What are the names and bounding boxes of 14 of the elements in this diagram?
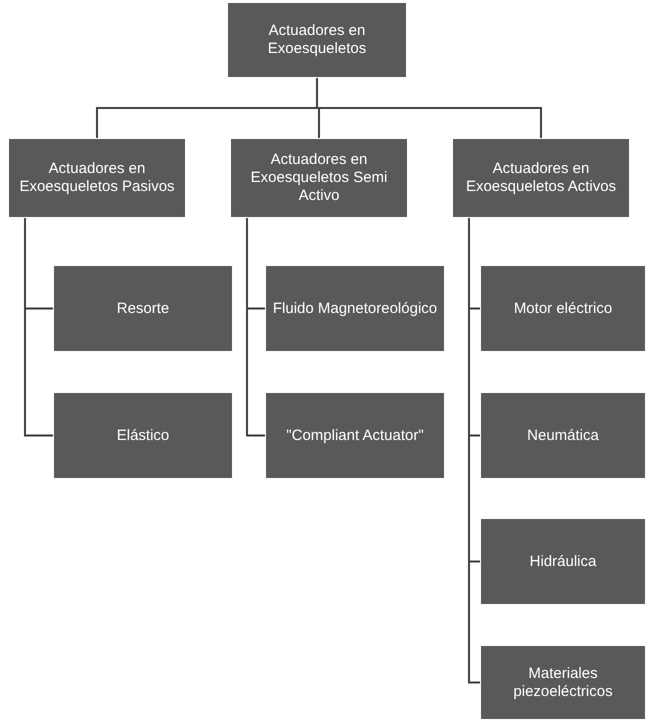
category-box: Neumática [480,392,646,479]
category-box: Actuadores en Exoesqueletos Activos [452,138,630,218]
category-box: Actuadores en Exoesqueletos Semi Activo [230,138,408,218]
category-box: Elástico [53,392,233,479]
connector-line [24,218,53,436]
category-box: Fluido Magnetoreológico [265,265,445,352]
category-box: Resorte [53,265,233,352]
connector-line [246,218,265,436]
category-box: Materiales piezoeléctricos [480,645,646,720]
category-box: Actuadores en Exoesqueletos Pasivos [8,138,186,218]
category-box: "Compliant Actuator" [265,392,445,479]
category-box: Actuadores en Exoesqueletos [227,2,407,78]
category-box: Motor eléctrico [480,265,646,352]
category-box: Hidráulica [480,518,646,605]
